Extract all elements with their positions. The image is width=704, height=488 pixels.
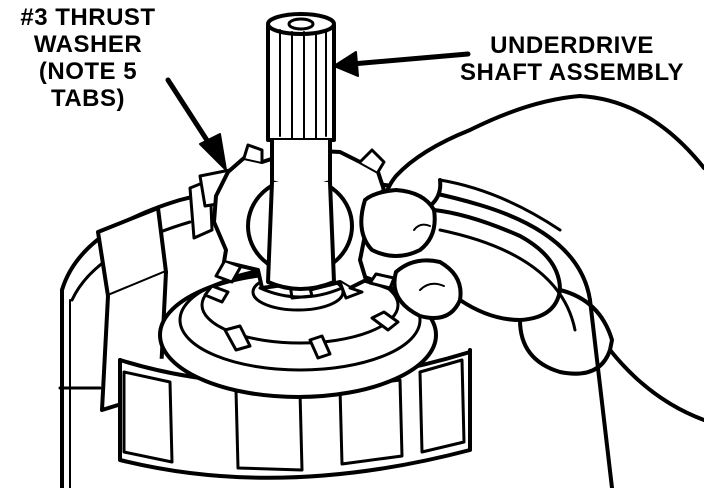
clutch-hub: [158, 265, 438, 399]
underdrive-shaft-label-line1: UNDERDRIVE: [490, 32, 654, 59]
thrust-washer-label-line3: (NOTE 5: [38, 58, 138, 85]
underdrive-shaft: [258, 12, 344, 299]
thrust-washer-label-line2: WASHER: [33, 31, 143, 58]
underdrive-shaft-label: UNDERDRIVE SHAFT ASSEMBLY: [452, 32, 692, 86]
hand: [359, 94, 704, 422]
thrust-washer-label: #3 THRUST WASHER (NOTE 5 TABS): [2, 4, 174, 112]
leader-arrow-icon: [165, 51, 471, 171]
underdrive-shaft-label-line2: SHAFT ASSEMBLY: [460, 59, 684, 86]
thrust-washer-label-line1: #3 THRUST: [20, 4, 156, 31]
thrust-washer-label-line4: TABS): [50, 85, 126, 112]
